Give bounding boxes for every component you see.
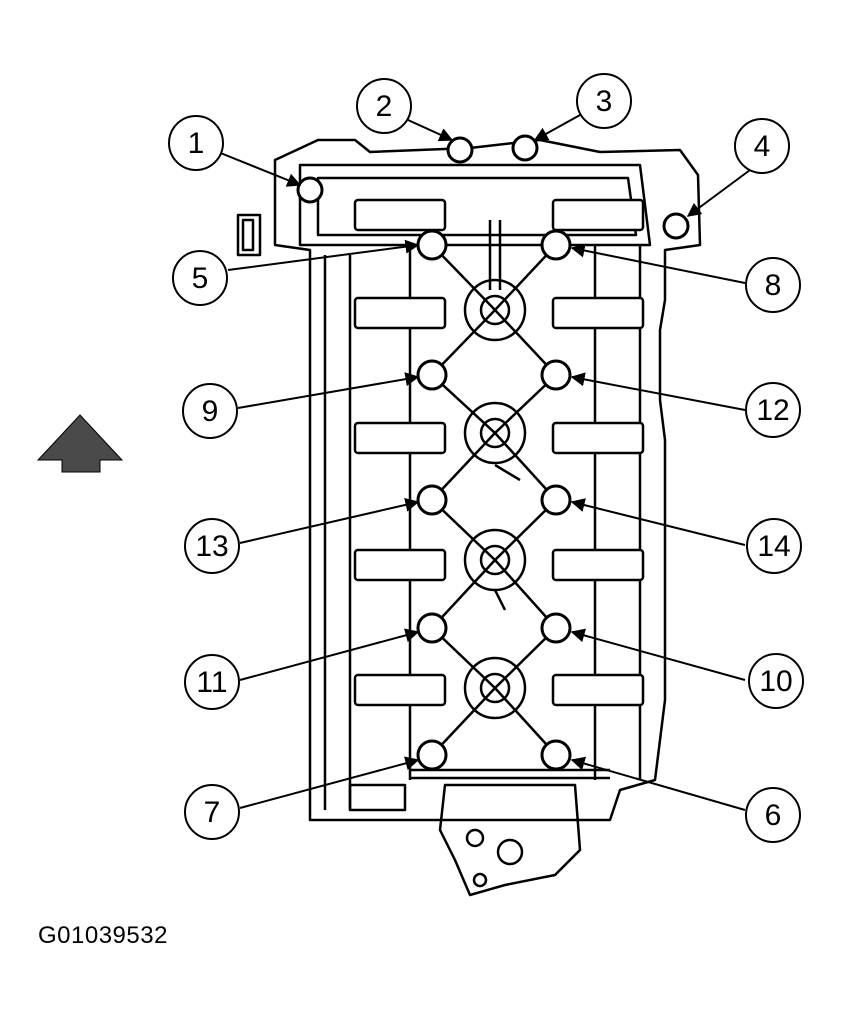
svg-text:12: 12 [756,394,789,427]
callout-3: 3 [576,73,632,129]
callout-13: 13 [184,518,240,574]
svg-text:11: 11 [196,666,227,699]
svg-text:6: 6 [765,799,782,832]
svg-text:3: 3 [596,85,613,118]
callout-7: 7 [184,784,240,840]
figure-id: G01039532 [38,922,168,949]
svg-text:13: 13 [195,530,228,563]
callout-2: 2 [356,78,412,134]
callout-11: 11 [184,654,240,710]
svg-text:7: 7 [204,796,221,829]
leader-lines [217,114,751,811]
svg-text:9: 9 [202,395,219,428]
svg-text:5: 5 [192,262,209,295]
svg-text:2: 2 [376,90,393,123]
callout-4: 4 [734,118,790,174]
svg-text:1: 1 [188,127,205,160]
bolt-heads [296,134,690,771]
svg-text:8: 8 [765,269,782,302]
svg-text:10: 10 [759,665,792,698]
cross-brace-ribs [431,220,557,756]
svg-text:4: 4 [754,130,771,163]
callout-9: 9 [182,383,238,439]
callout-10: 10 [748,653,804,709]
front-direction-arrow-icon [36,414,124,473]
callout-8: 8 [745,257,801,313]
callout-6: 6 [745,787,801,843]
callout-5: 5 [172,250,228,306]
callout-12: 12 [745,382,801,438]
callout-14: 14 [746,518,802,574]
callout-1: 1 [168,115,224,171]
svg-text:14: 14 [757,530,790,563]
